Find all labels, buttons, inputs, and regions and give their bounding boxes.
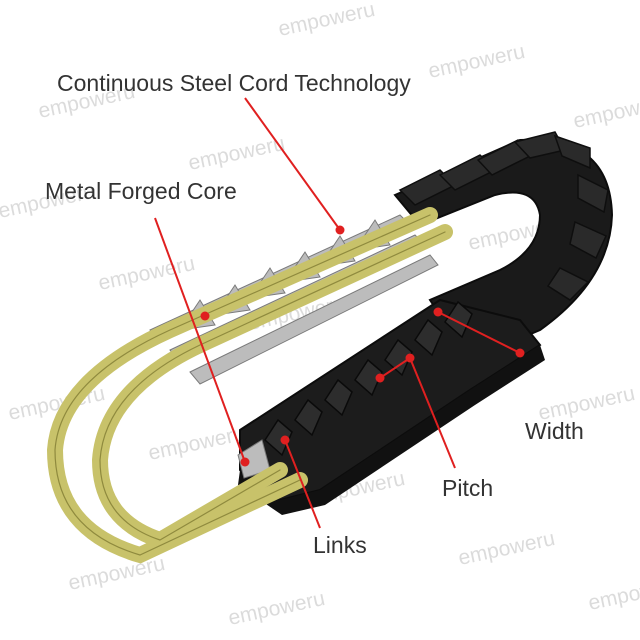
watermark: empoweru — [226, 587, 327, 630]
watermark: empoweru — [571, 90, 640, 133]
label-links: Links — [313, 532, 367, 558]
rear-tread-lugs — [398, 131, 609, 301]
watermark: empoweru — [186, 132, 287, 175]
leader-lines — [154, 97, 521, 529]
leader-metal-core — [154, 217, 246, 463]
steel-cords — [46, 207, 453, 564]
leader-pitch-a — [379, 357, 411, 379]
leader-dots — [200, 225, 525, 467]
leader-steel-cord — [244, 97, 341, 231]
watermark: empoweru — [456, 527, 557, 570]
label-pitch: Pitch — [442, 475, 494, 501]
watermark: empoweru — [586, 572, 640, 615]
label-width: Width — [525, 418, 584, 444]
watermark: empoweru — [66, 552, 167, 595]
guide-lugs — [264, 300, 473, 457]
label-steel-cord: Continuous Steel Cord Technology — [57, 70, 411, 96]
leader-links — [284, 439, 321, 529]
watermark: empoweru — [426, 40, 527, 83]
watermark: empoweru — [276, 0, 377, 41]
leader-width — [437, 311, 521, 354]
label-metal-core: Metal Forged Core — [45, 178, 237, 204]
leader-pitch-b — [409, 357, 456, 469]
